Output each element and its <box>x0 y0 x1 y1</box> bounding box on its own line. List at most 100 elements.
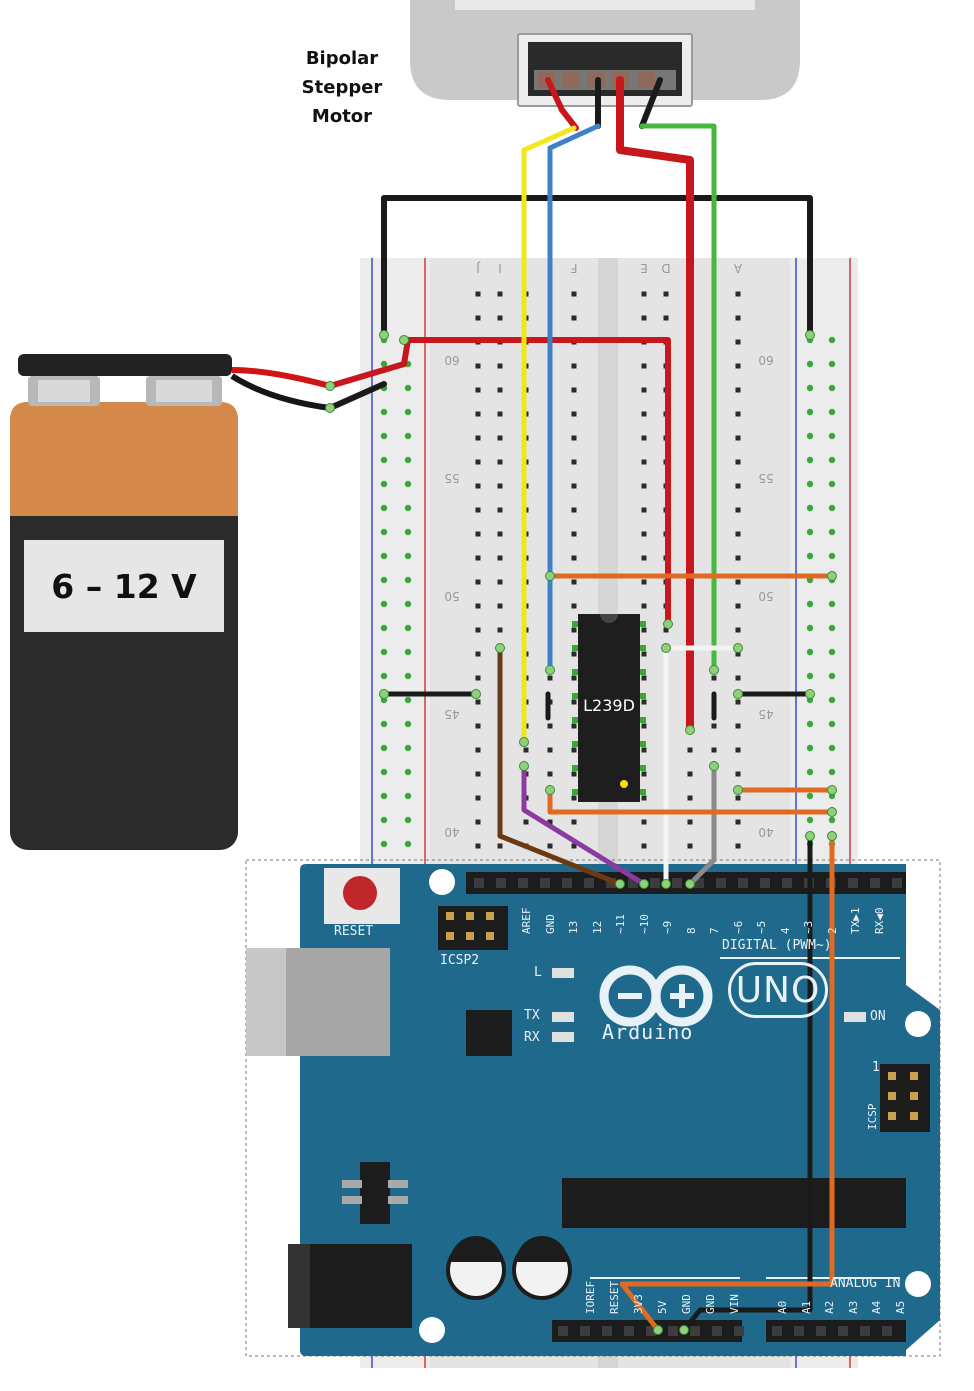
chip-pin <box>638 741 646 747</box>
rail-hole <box>806 504 814 512</box>
rail-hole <box>828 600 836 608</box>
breadboard-hole <box>571 387 577 393</box>
breadboard-hole <box>475 819 481 825</box>
header-pin <box>712 1326 722 1336</box>
breadboard-hole <box>497 603 503 609</box>
breadboard-hole <box>735 339 741 345</box>
icsp-pin <box>446 912 454 920</box>
breadboard-hole <box>497 411 503 417</box>
breadboard-hole <box>547 843 553 849</box>
rail-hole <box>806 744 814 752</box>
rail-hole <box>404 648 412 656</box>
breadboard-hole <box>497 315 503 321</box>
wire-end <box>709 665 719 675</box>
column-letter: E <box>640 261 648 275</box>
rail-hole <box>828 480 836 488</box>
rail-hole <box>404 408 412 416</box>
breadboard-hole <box>547 771 553 777</box>
rail-hole <box>828 624 836 632</box>
rail-hole <box>404 624 412 632</box>
rail-hole <box>828 696 836 704</box>
breadboard-hole <box>571 771 577 777</box>
header-pin <box>580 1326 590 1336</box>
breadboard-hole <box>735 723 741 729</box>
pin-label: AREF <box>520 907 533 935</box>
breadboard-hole <box>475 795 481 801</box>
wire-end <box>679 1325 689 1335</box>
breadboard-hole <box>475 747 481 753</box>
icsp2-label: ICSP2 <box>440 953 480 968</box>
wire-end <box>805 689 815 699</box>
wire-end <box>379 330 389 340</box>
header-pin <box>760 878 770 888</box>
wire-end <box>661 879 671 889</box>
header-pin <box>584 878 594 888</box>
breadboard-hole <box>475 843 481 849</box>
rail-hole <box>828 672 836 680</box>
breadboard-hole <box>475 483 481 489</box>
breadboard-hole <box>735 315 741 321</box>
icsp-pin <box>910 1092 918 1100</box>
rail-hole <box>404 384 412 392</box>
wire-end <box>379 689 389 699</box>
uno-logo: UNO <box>728 962 828 1018</box>
breadboard-hole <box>641 291 647 297</box>
wire-end <box>827 807 837 817</box>
wire-end <box>827 785 837 795</box>
rail-hole <box>828 456 836 464</box>
rail-hole <box>404 840 412 848</box>
rail-hole <box>404 696 412 704</box>
pin-label: A1 <box>799 1300 813 1314</box>
rail-hole <box>404 576 412 584</box>
breadboard-hole <box>735 507 741 513</box>
row-number: 55 <box>758 471 773 485</box>
rail-hole <box>806 720 814 728</box>
arduino-uno <box>245 859 941 1357</box>
breadboard-hole <box>687 795 693 801</box>
header-pin <box>474 878 484 888</box>
breadboard-hole <box>571 699 577 705</box>
breadboard-hole <box>641 579 647 585</box>
icsp-pin <box>446 932 454 940</box>
breadboard-hole <box>735 771 741 777</box>
pin-label: 3V3 <box>632 1294 645 1314</box>
header-pin <box>860 1326 870 1336</box>
wire-end <box>471 689 481 699</box>
pin-label: ~9 <box>661 920 674 934</box>
wire-end <box>545 571 555 581</box>
breadboard-hole <box>475 771 481 777</box>
breadboard-hole <box>497 843 503 849</box>
breadboard-hole <box>641 651 647 657</box>
icsp-pin <box>466 932 474 940</box>
rail-hole <box>380 672 388 680</box>
rail-hole <box>828 648 836 656</box>
breadboard-hole <box>641 795 647 801</box>
header-pin <box>794 1326 804 1336</box>
rail-hole <box>380 768 388 776</box>
breadboard-hole <box>571 579 577 585</box>
pin-label: 7 <box>708 927 721 934</box>
row-number: 40 <box>758 825 773 839</box>
breadboard-hole <box>663 627 669 633</box>
chip-pin <box>638 645 646 651</box>
digital-label: DIGITAL (PWM~) <box>722 938 832 953</box>
breadboard-hole <box>641 747 647 753</box>
rail-hole <box>380 408 388 416</box>
breadboard-hole <box>571 723 577 729</box>
wire-end <box>545 665 555 675</box>
breadboard-hole <box>571 435 577 441</box>
breadboard-hole <box>735 579 741 585</box>
breadboard-hole <box>735 651 741 657</box>
motor-label-line-3: Motor <box>311 106 373 127</box>
wire-end <box>495 643 505 653</box>
rail-hole <box>404 744 412 752</box>
breadboard-hole <box>571 819 577 825</box>
battery-9v <box>10 354 331 850</box>
breadboard-hole <box>547 723 553 729</box>
rail-hole <box>404 480 412 488</box>
wires <box>327 76 835 1333</box>
chip-pin <box>572 669 580 675</box>
breadboard-hole <box>475 699 481 705</box>
row-number: 60 <box>444 353 459 367</box>
